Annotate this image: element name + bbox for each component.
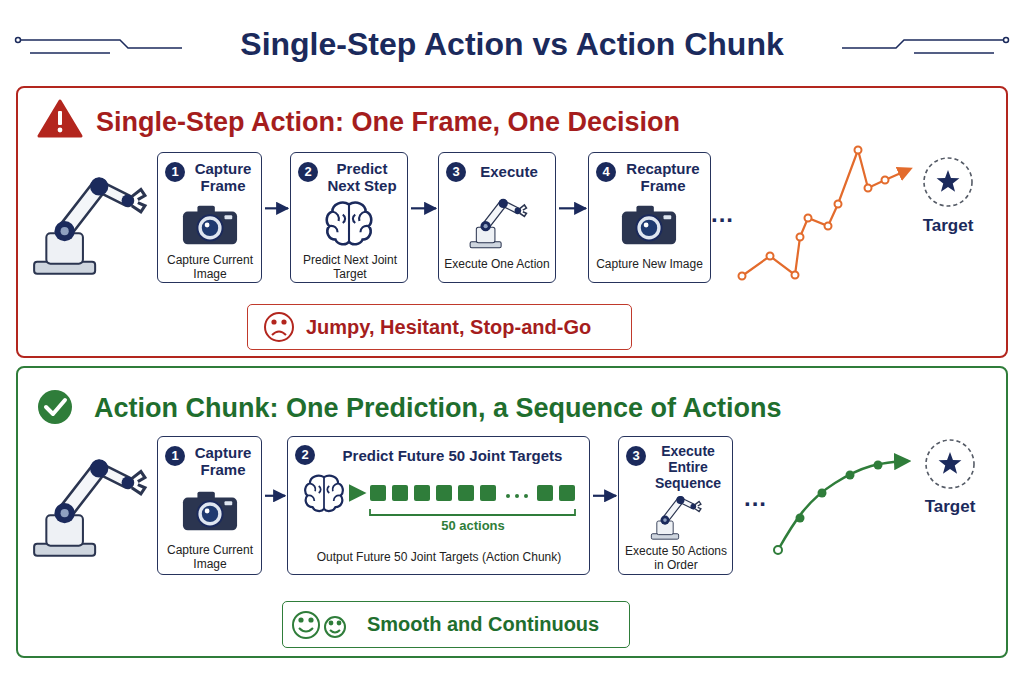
process-box: 3Execute Entire SequenceExecute 50 Actio… bbox=[618, 436, 733, 575]
circuit-line bbox=[914, 52, 994, 54]
ellipsis-label: ... bbox=[744, 484, 767, 512]
result-box: Smooth and Continuous bbox=[282, 601, 630, 648]
step-title: Execute bbox=[468, 163, 550, 180]
circuit-line bbox=[18, 40, 182, 48]
step-title: Predict Future 50 Joint Targets bbox=[320, 447, 585, 464]
step-title: Recapture Frame bbox=[618, 160, 708, 194]
step-number: 2 bbox=[295, 445, 315, 465]
step-caption: Capture Current Image bbox=[161, 543, 259, 571]
step-caption: Execute One Action bbox=[442, 257, 552, 271]
target-label: Target bbox=[903, 216, 993, 236]
section-panel: Action Chunk: One Prediction, a Sequence… bbox=[16, 366, 1008, 658]
step-title: Execute Entire Sequence bbox=[645, 443, 731, 491]
diagram-title: Single-Step Action vs Action Chunk bbox=[0, 24, 1024, 64]
step-title: Predict Next Step bbox=[320, 160, 404, 194]
section-heading: Action Chunk: One Prediction, a Sequence… bbox=[94, 392, 782, 424]
step-number: 1 bbox=[165, 446, 185, 466]
circuit-node bbox=[1004, 38, 1009, 43]
target-node: Target bbox=[919, 437, 981, 527]
step-number: 4 bbox=[596, 162, 616, 182]
target-circle bbox=[926, 440, 974, 488]
result-box: Jumpy, Hesitant, Stop-and-Go bbox=[247, 304, 632, 350]
target-circle bbox=[924, 158, 972, 206]
step-caption: Capture Current Image bbox=[165, 253, 255, 281]
ellipsis-label: ... bbox=[711, 200, 734, 228]
step-number: 3 bbox=[446, 162, 466, 182]
chunk-count: 50 actions bbox=[413, 518, 533, 533]
circuit-line bbox=[842, 40, 1006, 48]
process-box: 2Predict Next StepPredict Next Joint Tar… bbox=[290, 152, 408, 283]
step-title: Capture Frame bbox=[186, 160, 260, 194]
process-box: 4Recapture FrameCapture New Image bbox=[588, 152, 711, 283]
process-box: 3ExecuteExecute One Action bbox=[438, 152, 556, 283]
process-box: 1Capture FrameCapture Current Image bbox=[157, 436, 262, 575]
step-number: 1 bbox=[165, 162, 185, 182]
target-label: Target bbox=[905, 497, 995, 517]
step-caption: Predict Next Joint Target bbox=[301, 253, 399, 281]
step-caption: Execute 50 Actions in Order bbox=[622, 544, 730, 572]
target-circle-frame bbox=[917, 155, 979, 215]
target-circle-frame bbox=[919, 437, 981, 497]
result-text: Smooth and Continuous bbox=[367, 612, 599, 636]
process-box: 1Capture FrameCapture Current Image bbox=[157, 152, 262, 283]
step-title: Capture Frame bbox=[186, 444, 260, 478]
step-caption: Output Future 50 Joint Targets (Action C… bbox=[290, 550, 588, 564]
result-text: Jumpy, Hesitant, Stop-and-Go bbox=[306, 315, 591, 339]
step-caption: Capture New Image bbox=[592, 257, 707, 271]
target-node: Target bbox=[917, 155, 979, 245]
circuit-node bbox=[16, 38, 21, 43]
section-heading: Single-Step Action: One Frame, One Decis… bbox=[96, 106, 680, 138]
circuit-line bbox=[30, 52, 110, 54]
step-number: 2 bbox=[298, 162, 318, 182]
step-number: 3 bbox=[626, 446, 646, 466]
section-panel: Single-Step Action: One Frame, One Decis… bbox=[16, 86, 1008, 358]
process-box: 2 Predict Future 50 Joint Targets 50 actio… bbox=[287, 436, 590, 575]
